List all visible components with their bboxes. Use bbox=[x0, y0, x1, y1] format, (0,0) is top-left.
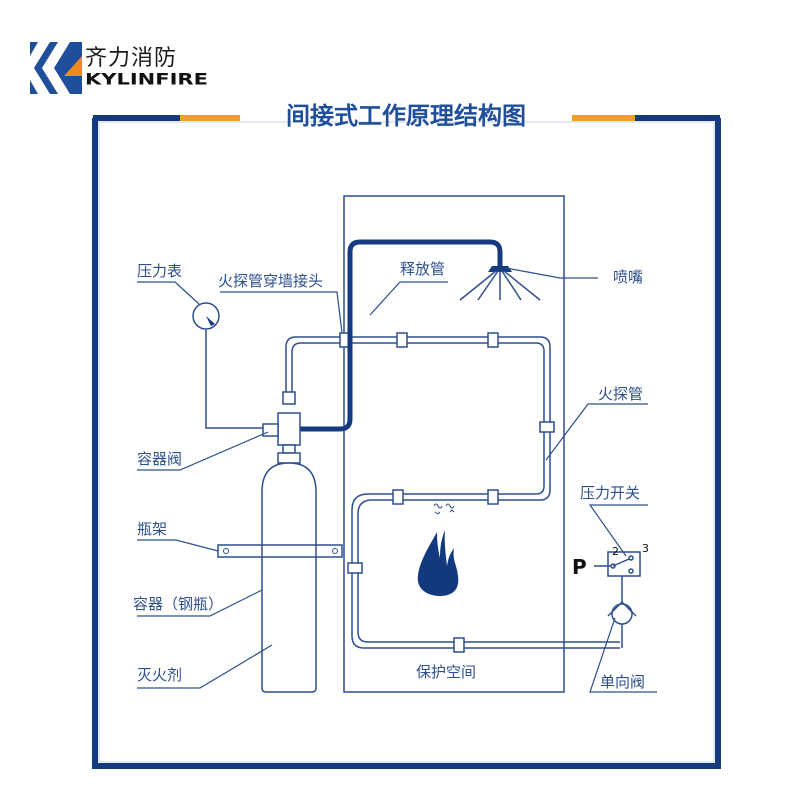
pressure-gauge-icon bbox=[192, 302, 220, 330]
label-nozzle: 喷嘴 bbox=[613, 268, 643, 286]
check-valve-icon bbox=[607, 600, 637, 648]
flame-icon bbox=[417, 503, 459, 596]
tube-fitting bbox=[282, 391, 296, 405]
pressure-symbol: P bbox=[572, 555, 587, 579]
label-container: 容器（钢瓶） bbox=[133, 595, 223, 613]
nozzle-icon bbox=[459, 266, 541, 301]
label-wall-joint: 火探管穿墙接头 bbox=[218, 272, 323, 290]
leader-lines bbox=[137, 267, 657, 693]
label-detector-tube: 火探管 bbox=[598, 385, 643, 403]
label-pressure-switch: 压力开关 bbox=[580, 484, 640, 502]
tube-clamps bbox=[339, 332, 555, 653]
brand-name-en: KYLINFIRE bbox=[85, 70, 208, 88]
switch-terminal-2: 2 bbox=[612, 545, 619, 558]
bottle-rack bbox=[217, 544, 343, 558]
label-pressure-gauge: 压力表 bbox=[137, 262, 182, 280]
switch-terminal-3: 3 bbox=[642, 542, 649, 555]
diagram-title: 间接式工作原理结构图 bbox=[286, 102, 526, 130]
container-valve bbox=[262, 412, 301, 464]
detector-tube bbox=[285, 336, 620, 649]
release-pipe bbox=[300, 239, 503, 432]
protected-space-box bbox=[343, 195, 565, 693]
label-check-valve: 单向阀 bbox=[600, 673, 645, 691]
brand-logo: 齐力消防 KYLINFIRE bbox=[30, 40, 250, 96]
label-release-pipe: 释放管 bbox=[400, 260, 445, 278]
label-container-valve: 容器阀 bbox=[137, 450, 182, 468]
gauge-line bbox=[205, 330, 263, 429]
diagram-frame bbox=[92, 115, 721, 769]
brand-name-cn: 齐力消防 bbox=[85, 46, 178, 71]
pressure-switch-icon bbox=[594, 551, 641, 603]
label-protected-space: 保护空间 bbox=[416, 663, 476, 681]
logo-mark-icon bbox=[30, 42, 82, 94]
label-extinguishing-agent: 灭火剂 bbox=[137, 666, 182, 684]
cylinder bbox=[261, 462, 317, 693]
label-bottle-rack: 瓶架 bbox=[137, 520, 167, 538]
